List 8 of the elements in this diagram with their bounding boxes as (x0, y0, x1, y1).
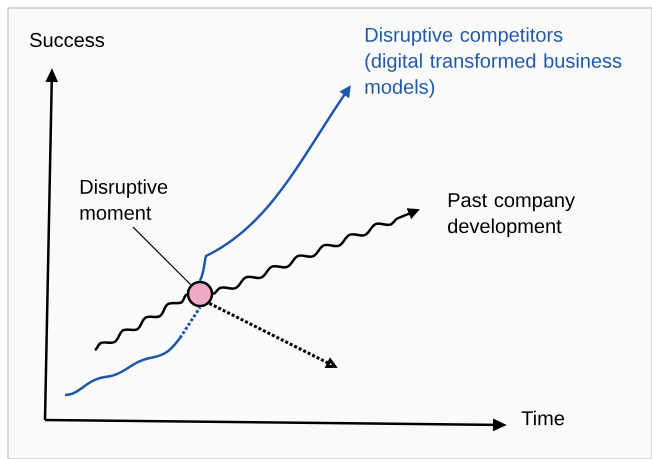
text-label: Disruptive moment (80, 179, 168, 220)
axis-label: Success (30, 32, 104, 48)
axis-label: Time (522, 410, 564, 426)
curve-arrow (64, 306, 202, 396)
text-label: Past company development (448, 193, 575, 238)
moment-circle (186, 280, 214, 308)
leader-line (132, 226, 192, 286)
text-label: Disruptive competitors (digital transformed business models) (365, 27, 622, 98)
